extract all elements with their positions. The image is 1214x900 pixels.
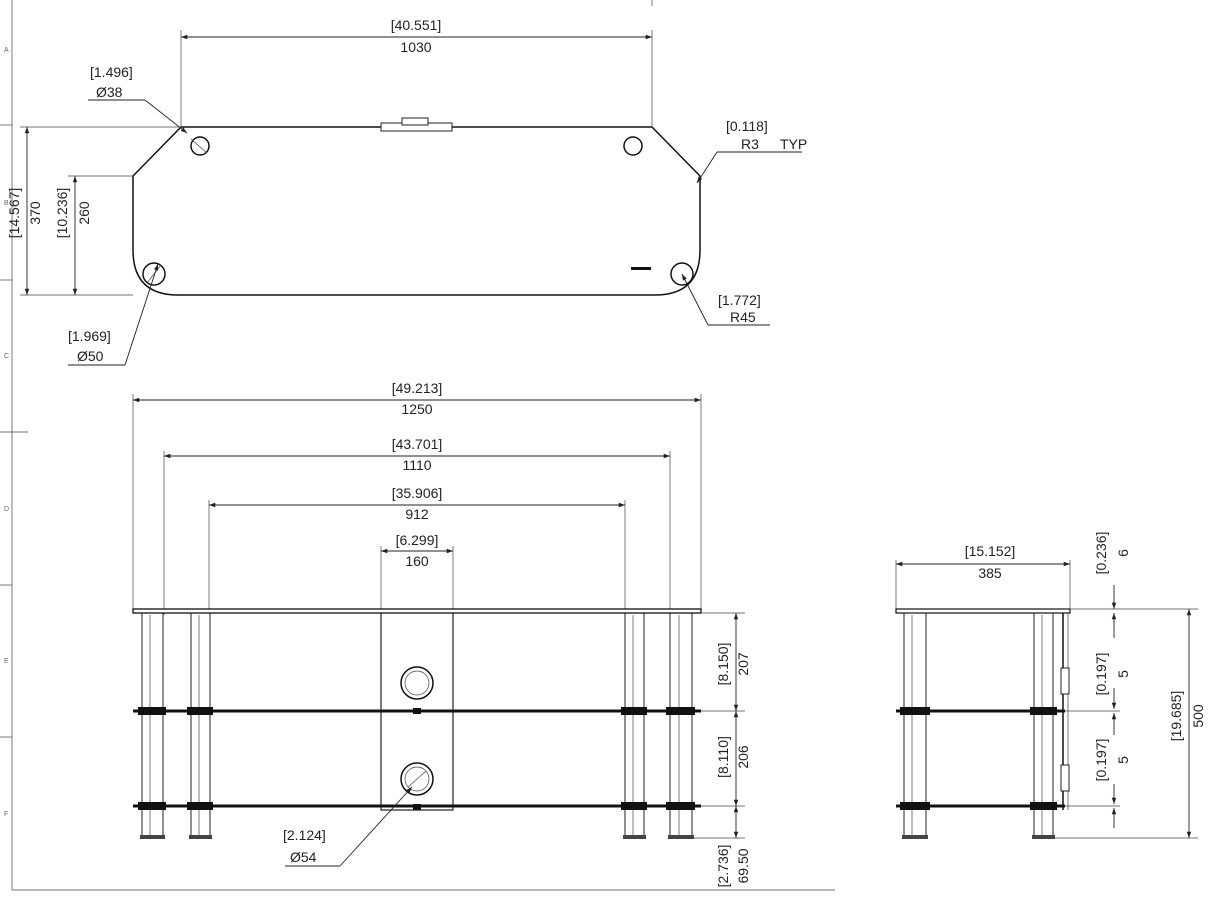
shelf2-thickness-inch: [0.197] — [1093, 739, 1109, 782]
top-width-inch: [40.551] — [391, 17, 442, 33]
panel-width-mm: 160 — [405, 553, 429, 569]
side-height-inch: [19.685] — [1168, 691, 1184, 742]
tabletop-outline — [132, 126, 701, 296]
hole50-inch: [1.969] — [68, 328, 111, 344]
corner-r-note: TYP — [780, 136, 807, 152]
grommet-inch: [2.124] — [283, 827, 326, 843]
gap1-mm: 207 — [735, 652, 751, 676]
hole-38-left — [190, 136, 210, 156]
radius-mm: R45 — [730, 309, 756, 325]
panel-width-inch: [6.299] — [396, 532, 439, 548]
hole38-inch: [1.496] — [90, 64, 133, 80]
gap2-inch: [8.110] — [715, 736, 731, 778]
top-view: [40.551] 1030 [1.496] Ø38 [0.118] R3 TYP… — [6, 17, 807, 366]
bracket-upper — [1060, 667, 1070, 695]
zone-e-label: E — [4, 658, 9, 665]
top-depth-inch: [14.567] — [6, 188, 22, 239]
side-top-shelf — [895, 608, 1071, 614]
side-depth-mm: 385 — [978, 565, 1002, 581]
shelf1-thickness-inch: [0.197] — [1093, 653, 1109, 696]
inner-legs-mm: 912 — [405, 506, 429, 522]
inner-legs-inch: [35.906] — [392, 485, 443, 501]
hole50-mm: Ø50 — [77, 348, 104, 364]
foot-height-inch: [2.736] — [715, 845, 731, 888]
grommet-upper — [400, 666, 434, 700]
hole-50-left — [142, 262, 166, 286]
side-height-mm: 500 — [1190, 704, 1206, 728]
grommet-lower — [400, 762, 434, 796]
radius-inch: [1.772] — [718, 292, 761, 308]
zone-f-label: F — [4, 811, 8, 818]
top-thickness-inch: [0.236] — [1093, 532, 1109, 575]
gap2-mm: 206 — [735, 745, 751, 769]
top-side-mm: 260 — [76, 201, 92, 225]
gap1-inch: [8.150] — [715, 643, 731, 686]
outer-legs-inch: [43.701] — [392, 436, 443, 452]
cable-clip-tab — [401, 117, 429, 126]
top-width-mm: 1030 — [400, 39, 431, 55]
hole-38-right — [623, 136, 643, 156]
bracket-lower — [1060, 764, 1070, 792]
top-side-inch: [10.236] — [54, 188, 70, 239]
zone-a-label: A — [4, 47, 9, 54]
shelf1-thickness-mm: 5 — [1115, 670, 1131, 678]
overall-width-mm: 1250 — [401, 401, 432, 417]
outer-legs-mm: 1110 — [402, 457, 431, 473]
hole-50-right — [670, 262, 694, 286]
front-view: [49.213] 1250 [43.701] 1110 [35.906] 912… — [132, 380, 751, 888]
hole38-mm: Ø38 — [96, 84, 123, 100]
zone-b-label: B — [4, 200, 9, 207]
grommet-mm: Ø54 — [290, 849, 317, 865]
label-mark — [631, 267, 651, 270]
corner-r-inch: [0.118] — [726, 118, 768, 134]
corner-r-mm: R3 — [741, 136, 759, 152]
sheet-border: A B C D E F — [0, 0, 835, 891]
foot-height-mm: 69.50 — [735, 848, 751, 883]
side-depth-inch: [15.152] — [965, 543, 1016, 559]
top-thickness-mm: 6 — [1115, 549, 1131, 557]
side-view: [15.152] 385 [0.236] 6 — [895, 532, 1206, 839]
overall-width-inch: [49.213] — [392, 380, 443, 396]
zone-d-label: D — [4, 506, 9, 513]
shelf2-thickness-mm: 5 — [1115, 756, 1131, 764]
top-depth-mm: 370 — [27, 201, 43, 225]
front-legs — [140, 612, 694, 839]
top-shelf — [132, 608, 702, 614]
zone-c-label: C — [4, 353, 9, 360]
